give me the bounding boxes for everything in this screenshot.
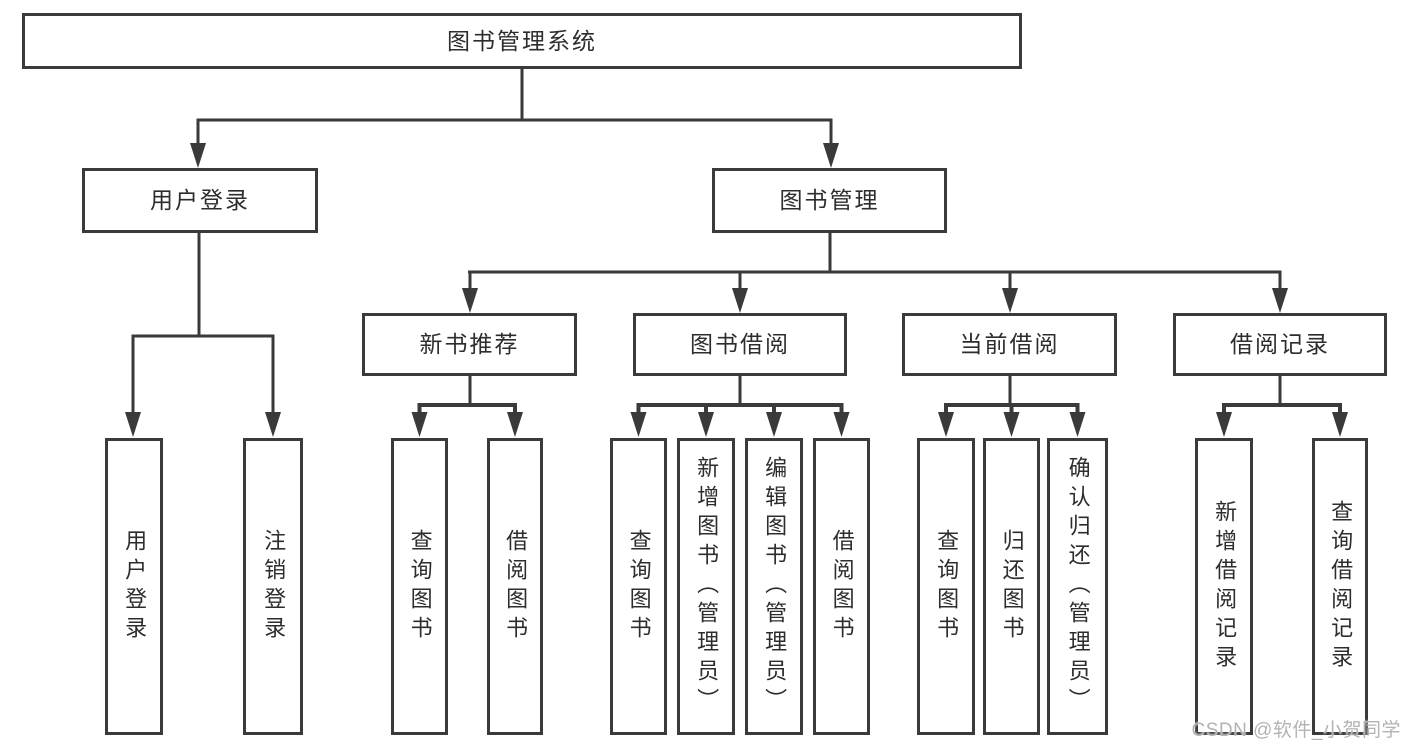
node-book-borrowing-label: 图书借阅 bbox=[690, 331, 790, 357]
leaf-query-borrow-record: 查询借阅记录 bbox=[1312, 438, 1368, 735]
node-borrow-records-label: 借阅记录 bbox=[1230, 331, 1330, 357]
node-current-borrowing: 当前借阅 bbox=[902, 313, 1117, 376]
node-library-system: 图书管理系统 bbox=[22, 13, 1022, 69]
leaf-query-books-current-label: 查询图书 bbox=[934, 528, 960, 645]
leaf-query-books-recommend-label: 查询图书 bbox=[407, 528, 433, 645]
leaf-add-books-admin: 新增图书（管理员） bbox=[677, 438, 735, 735]
leaf-query-books-borrowing-label: 查询图书 bbox=[626, 528, 652, 645]
leaf-return-books: 归还图书 bbox=[983, 438, 1040, 735]
leaf-add-borrow-record: 新增借阅记录 bbox=[1195, 438, 1253, 735]
leaf-edit-books-admin: 编辑图书（管理员） bbox=[745, 438, 803, 735]
node-new-book-recommend: 新书推荐 bbox=[362, 313, 577, 376]
leaf-add-books-admin-label: 新增图书（管理员） bbox=[694, 456, 720, 717]
node-user-login-label: 用户登录 bbox=[150, 187, 250, 213]
node-book-borrowing: 图书借阅 bbox=[633, 313, 847, 376]
node-book-management-label: 图书管理 bbox=[779, 187, 880, 213]
leaf-query-books-recommend: 查询图书 bbox=[391, 438, 448, 735]
leaf-borrow-books-borrowing-label: 借阅图书 bbox=[829, 528, 855, 645]
leaf-add-borrow-record-label: 新增借阅记录 bbox=[1212, 499, 1238, 674]
leaf-borrow-books-recommend: 借阅图书 bbox=[487, 438, 543, 735]
leaf-confirm-return-admin-label: 确认归还（管理员） bbox=[1065, 456, 1091, 717]
node-user-login: 用户登录 bbox=[82, 168, 318, 233]
leaf-query-borrow-record-label: 查询借阅记录 bbox=[1328, 499, 1354, 674]
leaf-query-books-current: 查询图书 bbox=[917, 438, 975, 735]
leaf-borrow-books-borrowing: 借阅图书 bbox=[813, 438, 870, 735]
node-current-borrowing-label: 当前借阅 bbox=[959, 331, 1060, 357]
leaf-logout: 注销登录 bbox=[243, 438, 303, 735]
leaf-query-books-borrowing: 查询图书 bbox=[610, 438, 667, 735]
node-new-book-recommend-label: 新书推荐 bbox=[419, 331, 520, 357]
leaf-borrow-books-recommend-label: 借阅图书 bbox=[503, 528, 529, 645]
leaf-edit-books-admin-label: 编辑图书（管理员） bbox=[762, 456, 788, 717]
leaf-user-login: 用户登录 bbox=[105, 438, 163, 735]
node-library-system-label: 图书管理系统 bbox=[447, 27, 597, 54]
leaf-logout-label: 注销登录 bbox=[261, 528, 287, 645]
leaf-return-books-label: 归还图书 bbox=[999, 528, 1025, 645]
leaf-confirm-return-admin: 确认归还（管理员） bbox=[1047, 438, 1108, 735]
node-borrow-records: 借阅记录 bbox=[1173, 313, 1387, 376]
leaf-user-login-label: 用户登录 bbox=[122, 528, 148, 645]
csdn-watermark: CSDN @软件_小贺同学 bbox=[1191, 720, 1401, 741]
node-book-management: 图书管理 bbox=[712, 168, 947, 233]
